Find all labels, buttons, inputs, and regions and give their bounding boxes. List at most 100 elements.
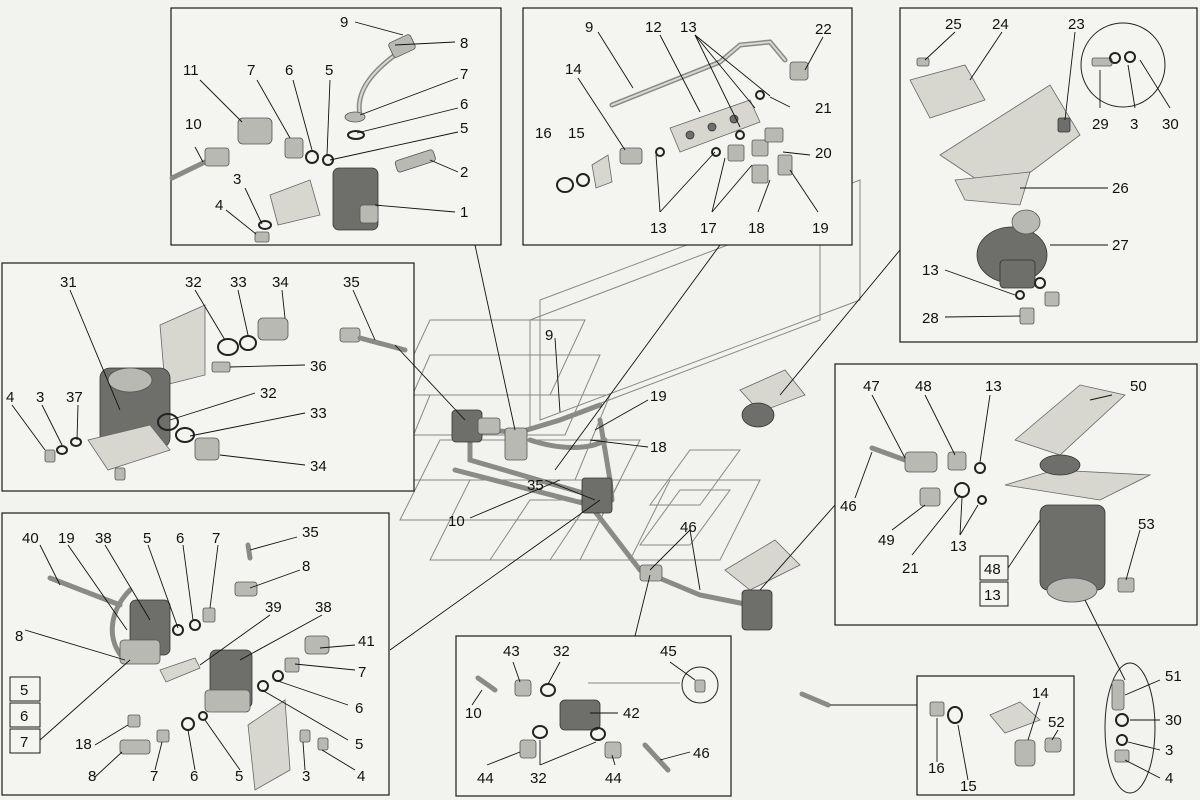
label-sd-30: 30: [1165, 712, 1182, 729]
label-bl-8c: 8: [88, 768, 96, 785]
label-tl-7b: 7: [460, 66, 468, 83]
label-sd-3: 3: [1165, 742, 1173, 759]
label-r-46: 46: [840, 498, 857, 515]
label-tr-30: 30: [1162, 116, 1179, 133]
label-r-13a: 13: [985, 378, 1002, 395]
label-bm-45: 45: [660, 643, 677, 660]
label-ml-34b: 34: [310, 458, 327, 475]
label-bm-32a: 32: [553, 643, 570, 660]
label-r-48: 48: [915, 378, 932, 395]
label-tr-27: 27: [1112, 237, 1129, 254]
label-c-46: 46: [680, 519, 697, 536]
center-valve-left: [451, 409, 501, 443]
panel-bottom-middle: [455, 635, 732, 797]
label-ml-33a: 33: [230, 274, 247, 291]
label-tl-5b: 5: [460, 120, 468, 137]
label-bl-7b: 7: [358, 664, 366, 681]
label-br-15: 15: [960, 778, 977, 795]
panel-top-middle: [522, 7, 853, 246]
label-bl-38b: 38: [315, 599, 332, 616]
side-detail: [1104, 662, 1156, 794]
label-bl-5b: 5: [355, 736, 363, 753]
label-tm-12: 12: [645, 19, 662, 36]
label-bm-44a: 44: [477, 770, 494, 787]
label-tm-13a: 13: [680, 19, 697, 36]
center-bracket: [739, 369, 806, 428]
panel-bottom-left: [1, 512, 390, 796]
center-valve-cluster: [581, 477, 613, 514]
label-ml-34a: 34: [272, 274, 289, 291]
center-assembly: [394, 179, 861, 708]
label-ml-37: 37: [66, 389, 83, 406]
label-bl-35: 35: [302, 524, 319, 541]
label-tm-9: 9: [585, 19, 593, 36]
center-pedal: [724, 539, 801, 631]
part-labels: 9 8 11 7 6 5 7 6 5 10 2 3 4 1 9 12 13 22…: [6, 14, 1182, 795]
label-bl-41: 41: [358, 633, 375, 650]
label-tl-1: 1: [460, 204, 468, 221]
label-br-14: 14: [1032, 685, 1049, 702]
label-bl-3: 3: [302, 768, 310, 785]
label-bl-5a: 5: [143, 530, 151, 547]
label-ml-3: 3: [36, 389, 44, 406]
label-tl-7a: 7: [247, 62, 255, 79]
label-bl-6b: 6: [355, 700, 363, 717]
label-tm-18: 18: [748, 220, 765, 237]
label-sd-51: 51: [1165, 668, 1182, 685]
label-tl-6b: 6: [460, 96, 468, 113]
label-tm-19: 19: [812, 220, 829, 237]
center-fitting: [639, 564, 663, 582]
center-valve-mid: [504, 427, 528, 461]
label-tl-10: 10: [185, 116, 202, 133]
label-bm-42: 42: [623, 705, 640, 722]
label-tl-4: 4: [215, 197, 223, 214]
label-r-49: 49: [878, 532, 895, 549]
label-bl-7a: 7: [212, 530, 220, 547]
label-c-10: 10: [448, 513, 465, 530]
label-tr-26: 26: [1112, 180, 1129, 197]
label-tr-29: 29: [1092, 116, 1109, 133]
label-c-19: 19: [650, 388, 667, 405]
label-bl-stack-6: 6: [20, 708, 28, 725]
label-bl-38a: 38: [95, 530, 112, 547]
label-r-21: 21: [902, 560, 919, 577]
label-tl-11: 11: [183, 62, 199, 79]
panel-top-right: [899, 7, 1198, 343]
label-r-stack-48: 48: [984, 561, 1001, 578]
label-ml-32a: 32: [185, 274, 202, 291]
label-bl-39: 39: [265, 599, 282, 616]
label-bl-8b: 8: [15, 628, 23, 645]
label-bl-7c: 7: [150, 768, 158, 785]
label-c-18: 18: [650, 439, 667, 456]
label-r-13b: 13: [950, 538, 967, 555]
label-tr-13: 13: [922, 262, 939, 279]
label-tr-3: 3: [1130, 116, 1138, 133]
label-tl-6a: 6: [285, 62, 293, 79]
label-tm-15: 15: [568, 125, 585, 142]
label-bl-18: 18: [75, 736, 92, 753]
label-br-52: 52: [1048, 714, 1065, 731]
label-tr-23: 23: [1068, 16, 1085, 33]
label-bl-4: 4: [357, 768, 365, 785]
panel-bottom-right: [916, 675, 1075, 796]
label-bm-44b: 44: [605, 770, 622, 787]
label-c-35: 35: [527, 477, 544, 494]
label-bl-8a: 8: [302, 558, 310, 575]
label-bl-6c: 6: [190, 768, 198, 785]
leader-lines: [11, 21, 1171, 781]
label-tr-24: 24: [992, 16, 1009, 33]
label-br-16: 16: [928, 760, 945, 777]
label-r-stack-13: 13: [984, 587, 1001, 604]
standalone-fitting: [799, 691, 831, 708]
label-bm-10: 10: [465, 705, 482, 722]
label-tm-20: 20: [815, 145, 832, 162]
label-tm-16: 16: [535, 125, 552, 142]
label-tl-5a: 5: [325, 62, 333, 79]
label-tm-14: 14: [565, 61, 582, 78]
panel-mid-left: [1, 262, 415, 492]
label-r-47: 47: [863, 378, 880, 395]
label-tm-21: 21: [815, 100, 832, 117]
label-bm-43: 43: [503, 643, 520, 660]
label-r-53: 53: [1138, 516, 1155, 533]
panel-right: [834, 363, 1198, 626]
